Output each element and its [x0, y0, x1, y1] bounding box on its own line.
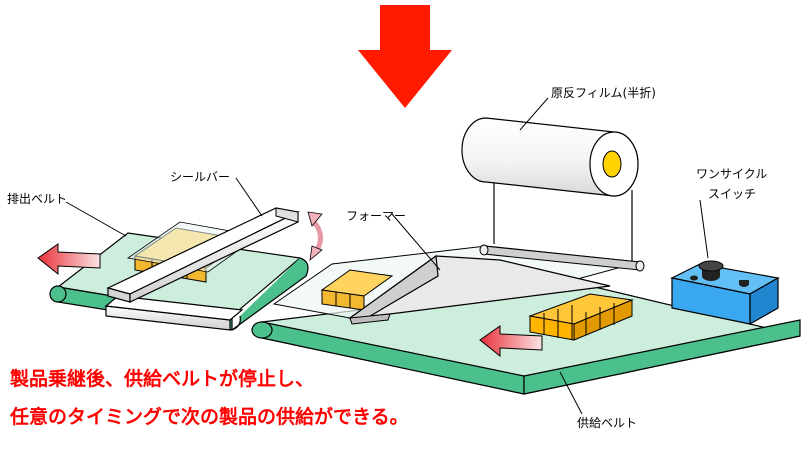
- leader-lines: [65, 97, 709, 415]
- left-arrow-icon: [479, 325, 543, 358]
- discharge-belt-label: 排出ベルト: [7, 192, 67, 206]
- double-arrow-icon: [307, 211, 323, 261]
- caption-line-2: 任意のタイミングで次の製品の供給ができる。: [10, 406, 409, 428]
- film-roll: [461, 117, 639, 197]
- seal-bar-lower: [104, 295, 244, 331]
- seal-bar-upper: [106, 207, 300, 303]
- film-roll-label: 原反フィルム(半折): [551, 85, 656, 100]
- switch-label-line2: スイッチ: [708, 187, 756, 201]
- supply-belt-label: 供給ベルト: [577, 416, 637, 430]
- products-on-supply-belt: [528, 293, 634, 341]
- down-arrow-icon: [358, 5, 452, 108]
- one-cycle-switch[interactable]: [670, 260, 780, 326]
- product-in-former: [320, 269, 394, 311]
- caption-line-1: 製品乗継後、供給ベルトが停止し、: [10, 368, 315, 390]
- former-label: フォーマー: [346, 209, 406, 223]
- switch-label-line1: ワンサイクル: [696, 167, 767, 181]
- left-arrow-icon: [37, 243, 101, 276]
- guide-bar: [479, 244, 645, 272]
- seal-bar-label: シールバー: [170, 170, 230, 184]
- former: [347, 254, 611, 325]
